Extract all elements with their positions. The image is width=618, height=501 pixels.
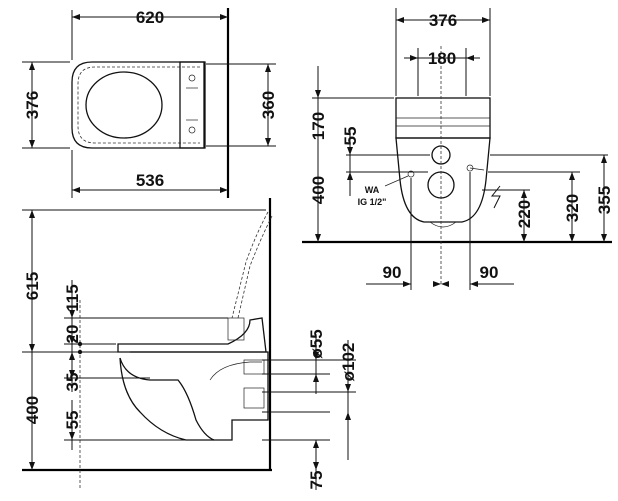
dim-20-label: 20 xyxy=(63,325,82,344)
dim-360-label: 360 xyxy=(259,91,278,119)
dim-55-rear-label: 55 xyxy=(341,127,360,146)
arrow xyxy=(69,310,75,318)
arrow xyxy=(29,344,35,352)
arrow xyxy=(69,336,75,344)
electric-icon xyxy=(490,185,501,209)
side-view: 615 400 115 20 35 55 ø5 xyxy=(22,198,358,490)
dim-376-rear-label: 376 xyxy=(429,11,457,30)
seat-outline-dashed xyxy=(77,66,200,144)
arrow xyxy=(441,281,449,287)
arrow xyxy=(313,352,319,360)
dim-400-rear-label: 400 xyxy=(309,176,328,204)
arrow xyxy=(29,140,35,148)
dim-55-side-label: 55 xyxy=(63,411,82,430)
arrow xyxy=(220,14,228,20)
arrow xyxy=(347,172,353,180)
dim-536-label: 536 xyxy=(136,171,164,190)
arrow xyxy=(29,462,35,470)
ig-label: IG 1/2" xyxy=(358,197,387,207)
arrow xyxy=(569,234,575,242)
dim-90-left-label: 90 xyxy=(383,263,402,282)
water-connection-point xyxy=(407,170,415,178)
arrow xyxy=(345,412,351,420)
electric-connection-point xyxy=(466,164,474,172)
arrow xyxy=(315,90,321,98)
arrow xyxy=(72,14,80,20)
electric-leader xyxy=(469,167,485,171)
bowl-side xyxy=(119,351,269,441)
arrow xyxy=(396,17,404,23)
control-knob-icon xyxy=(188,74,196,82)
outlet-fitting xyxy=(243,387,265,409)
dim-75-label: 75 xyxy=(307,471,326,490)
dim-115-label: 115 xyxy=(63,284,82,311)
arrow xyxy=(69,432,75,440)
arrow xyxy=(69,370,75,378)
arrow xyxy=(521,234,527,242)
outlet-rear xyxy=(429,221,457,228)
arrow xyxy=(601,155,607,163)
dim-620-label: 620 xyxy=(136,8,164,27)
arrow xyxy=(466,55,474,61)
arrow xyxy=(403,281,411,287)
dim-320-label: 320 xyxy=(563,194,582,222)
lower-hole xyxy=(427,171,455,199)
control-unit xyxy=(179,61,205,149)
arrow xyxy=(315,234,321,242)
arrow xyxy=(410,55,418,61)
dim-90-right-label: 90 xyxy=(480,263,499,282)
seat-hinge xyxy=(227,317,245,341)
arrow xyxy=(482,17,490,23)
dim-376-label: 376 xyxy=(23,91,42,119)
arrow xyxy=(347,147,353,155)
dim-35-label: 35 xyxy=(63,373,82,392)
trap-line xyxy=(209,361,262,381)
dim-355-label: 355 xyxy=(595,186,614,214)
dia-102-label: ø102 xyxy=(339,343,358,382)
inlet-fitting xyxy=(243,359,265,375)
rear-view: 376 180 170 55 400 WA IG 1/2" xyxy=(302,8,614,290)
arrow xyxy=(313,374,319,382)
seat-outline xyxy=(71,61,206,149)
bowl-opening xyxy=(85,71,163,139)
arrow xyxy=(313,462,319,470)
dim-615-label: 615 xyxy=(23,272,42,300)
bowl-outer-side xyxy=(119,357,214,441)
dim-400-side-label: 400 xyxy=(23,396,42,424)
dim-180-label: 180 xyxy=(428,49,456,68)
ref-dot xyxy=(77,349,83,355)
dia-55-label: ø55 xyxy=(307,329,326,358)
arrow xyxy=(29,62,35,70)
wa-leader xyxy=(384,175,409,187)
arrow xyxy=(265,64,271,72)
top-view: 620 376 360 536 xyxy=(22,8,278,198)
bowl-rear xyxy=(395,137,491,223)
arrow xyxy=(72,187,80,193)
arrow xyxy=(345,384,351,392)
arrow xyxy=(29,210,35,218)
arrow xyxy=(601,234,607,242)
arrow xyxy=(569,172,575,180)
arrow xyxy=(265,138,271,146)
arrow xyxy=(521,190,527,198)
dim-220-label: 220 xyxy=(515,200,534,228)
ref-dot xyxy=(77,341,83,347)
arrow xyxy=(470,281,478,287)
lid-open-dashed xyxy=(231,211,269,319)
arrow xyxy=(433,281,441,287)
arrow xyxy=(313,440,319,448)
wa-label: WA xyxy=(365,185,380,195)
seat-side xyxy=(117,317,267,353)
arrow xyxy=(220,187,228,193)
control-knob-icon xyxy=(188,126,196,134)
lid-open-dashed xyxy=(237,215,273,319)
